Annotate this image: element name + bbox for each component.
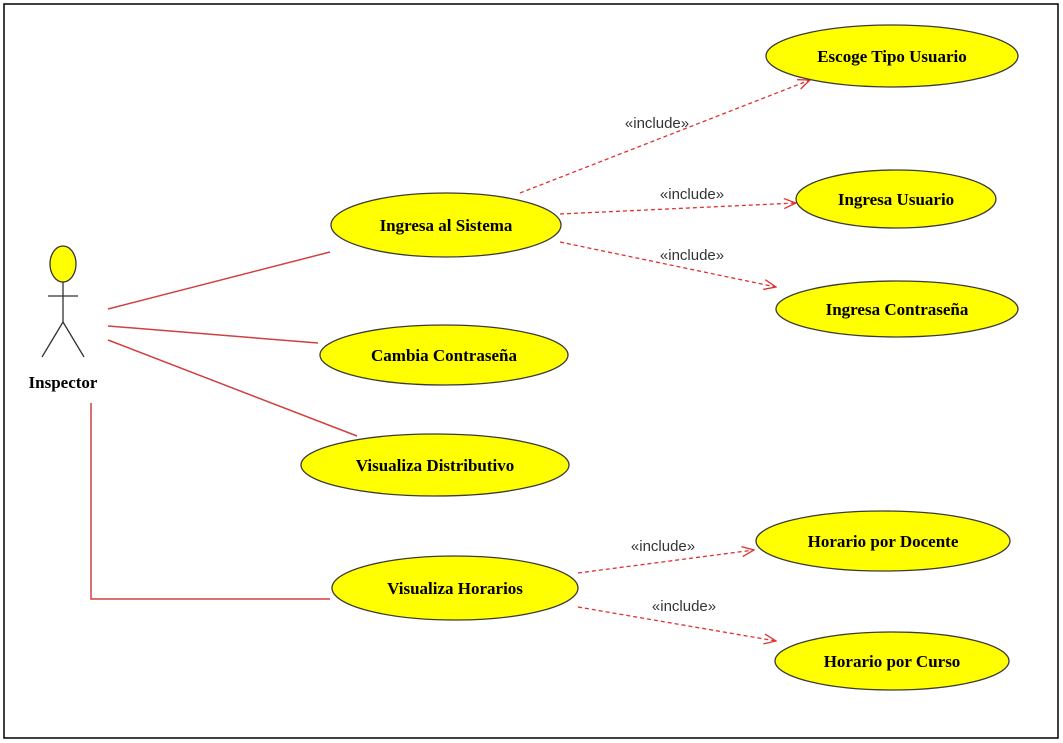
usecase-ingresa-sistema[interactable]: Ingresa al Sistema: [330, 192, 562, 258]
association-cambia-contrasena: [107, 325, 319, 344]
usecase-label: Ingresa Usuario: [838, 190, 954, 209]
usecase-ingresa-contrasena[interactable]: Ingresa Contraseña: [775, 280, 1019, 338]
association-ingresa-sistema: [107, 251, 331, 310]
usecase-label: Ingresa al Sistema: [380, 216, 513, 235]
usecase-horario-docente[interactable]: Horario por Docente: [755, 510, 1011, 572]
include-arrow-horario-curso: [577, 606, 776, 641]
include-arrow-ingresa-contrasena: [559, 241, 776, 287]
usecase-label: Horario por Curso: [824, 652, 961, 671]
actor-label: Inspector: [29, 373, 98, 392]
include-arrow-horario-docente: [577, 550, 754, 574]
usecase-label: Cambia Contraseña: [371, 346, 517, 365]
associations: [90, 251, 358, 600]
usecase-horario-curso[interactable]: Horario por Curso: [774, 631, 1010, 691]
usecase-visualiza-distributivo[interactable]: Visualiza Distributivo: [300, 433, 570, 497]
actor-inspector[interactable]: Inspector: [29, 245, 98, 392]
actor-right-leg: [62, 321, 85, 358]
association-visualiza-horarios: [90, 403, 330, 600]
include-label-horario-docente: «include»: [631, 538, 695, 555]
include-arrow-ingresa-usuario: [559, 203, 796, 215]
usecase-label: Visualiza Horarios: [387, 579, 523, 598]
usecase-escoge-tipo-usuario[interactable]: Escoge Tipo Usuario: [765, 24, 1019, 88]
include-arrow-escoge-tipo: [519, 80, 810, 194]
usecase-visualiza-horarios[interactable]: Visualiza Horarios: [331, 555, 579, 621]
include-label-horario-curso: «include»: [652, 598, 716, 615]
usecase-label: Horario por Docente: [808, 532, 959, 551]
usecase-label: Ingresa Contraseña: [826, 300, 969, 319]
usecase-ingresa-usuario[interactable]: Ingresa Usuario: [795, 169, 997, 229]
usecase-label: Escoge Tipo Usuario: [817, 47, 967, 66]
include-label-ingresa-usuario: «include»: [660, 186, 724, 203]
include-label-ingresa-contrasena: «include»: [660, 247, 724, 264]
include-label-escoge-tipo: «include»: [625, 115, 689, 132]
association-visualiza-distributivo: [107, 339, 358, 437]
usecase-label: Visualiza Distributivo: [356, 456, 515, 475]
actor-head: [49, 245, 77, 283]
include-dependencies: «include» «include» «include» «include» …: [519, 80, 810, 641]
actor-left-leg: [41, 321, 64, 358]
usecase-cambia-contrasena[interactable]: Cambia Contraseña: [319, 324, 569, 386]
